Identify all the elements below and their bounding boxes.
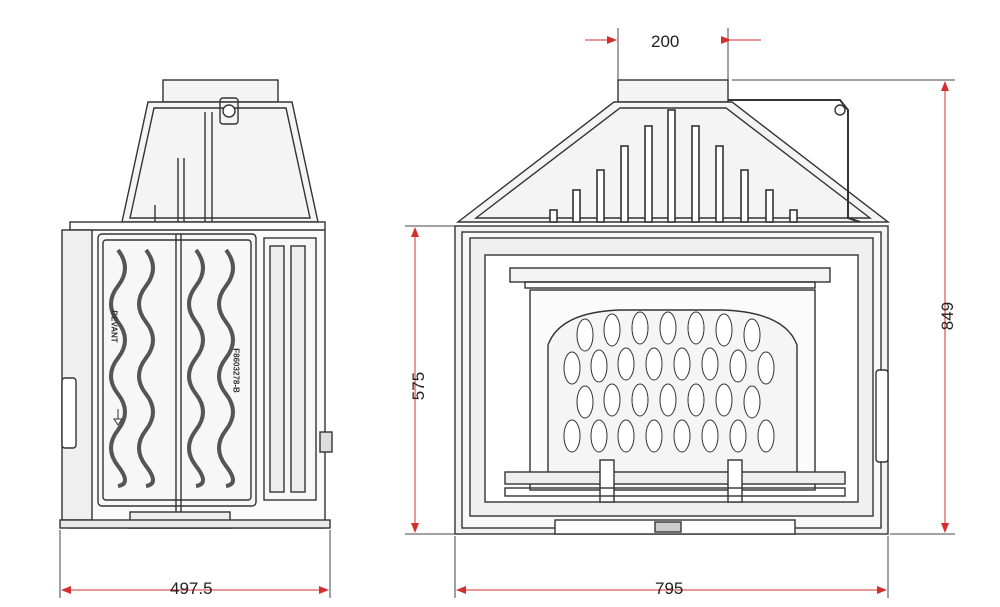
dimension-lines bbox=[59, 28, 955, 598]
front-flue-collar bbox=[617, 79, 729, 103]
plate-label-front: DEVANT bbox=[109, 310, 119, 343]
plate-label-ref: F8603278-B bbox=[231, 348, 241, 393]
side-depth-label: 497.5 bbox=[170, 579, 213, 598]
opening-height-label: 575 bbox=[409, 371, 428, 401]
front-arrow-icon bbox=[113, 409, 123, 426]
front-view bbox=[454, 79, 891, 535]
damper-knob-icon bbox=[834, 104, 846, 116]
front-door-handle bbox=[875, 369, 889, 463]
side-view bbox=[59, 79, 333, 529]
fire-grate bbox=[504, 471, 846, 485]
flue-diameter-label: 200 bbox=[651, 32, 680, 51]
front-width-label: 795 bbox=[655, 579, 684, 598]
hood-bracket-icon bbox=[222, 104, 236, 118]
total-height-label: 849 bbox=[938, 301, 957, 331]
side-door-handle bbox=[61, 377, 77, 449]
side-wave-ribs bbox=[109, 248, 235, 488]
